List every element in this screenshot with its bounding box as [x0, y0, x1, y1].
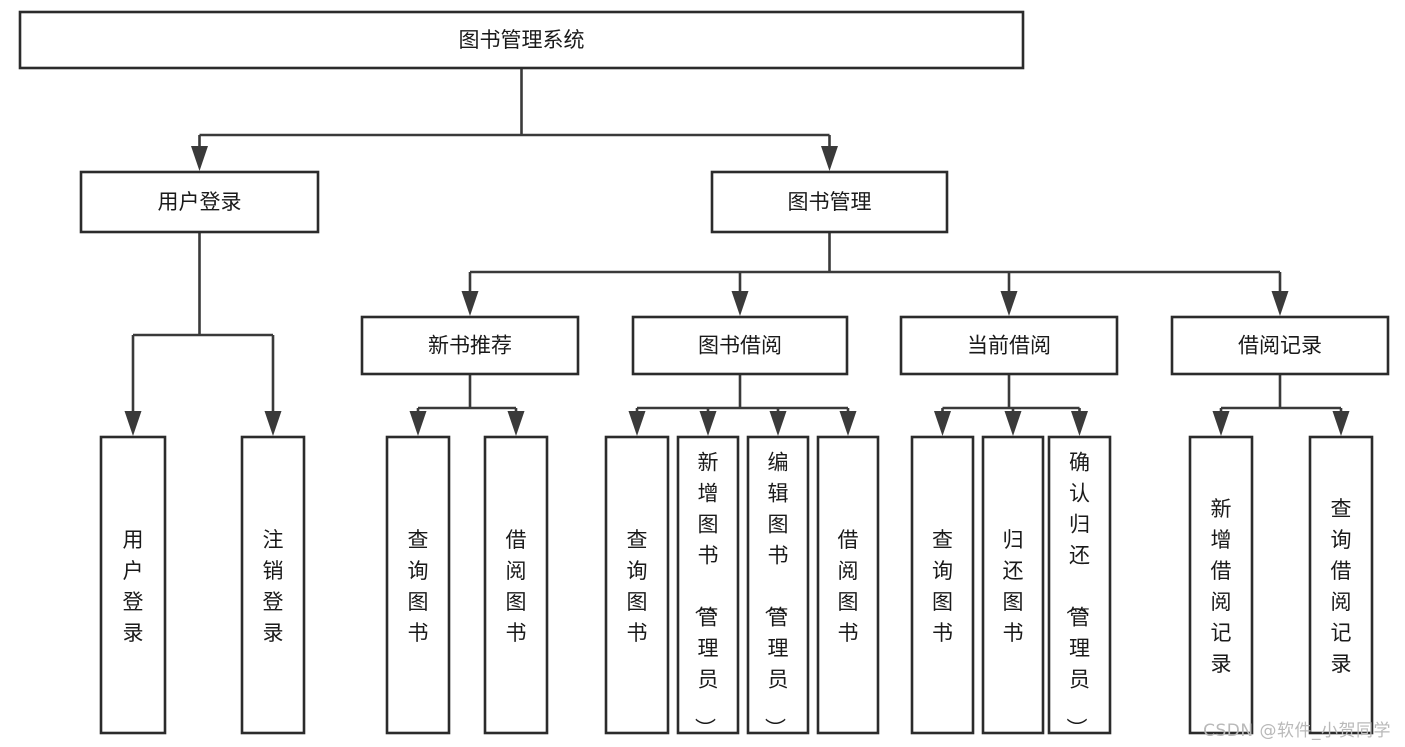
arrow-head-icon — [934, 411, 951, 436]
arrow-head-icon — [1212, 411, 1230, 436]
arrow-head-icon — [1332, 411, 1350, 436]
node-label: 借阅图书 — [506, 528, 527, 645]
node-label: 查询图书 — [627, 528, 648, 645]
node-box[interactable] — [910, 435, 975, 735]
arrow-head-icon — [264, 411, 282, 436]
node-new-book-recommend[interactable]: 新书推荐 — [360, 315, 580, 376]
boxes-layer: 图书管理系统用户登录图书管理新书推荐图书借阅当前借阅借阅记录用户登录注销登录查询… — [18, 10, 1390, 739]
node-current-borrow[interactable]: 当前借阅 — [899, 315, 1119, 376]
node-label: 查询借阅记录 — [1331, 497, 1352, 676]
node-leaf-add-book-admin[interactable]: 新增图书（管理员） — [676, 435, 740, 739]
node-leaf-confirm-return[interactable]: 确认归还（管理员） — [1047, 435, 1112, 739]
node-label: 借阅图书 — [838, 528, 859, 645]
node-label: 用户登录 — [158, 190, 242, 214]
node-label: 新增借阅记录 — [1211, 497, 1232, 676]
node-leaf-borrow-book-rec[interactable]: 借阅图书 — [483, 435, 549, 735]
arrow-head-icon — [821, 146, 838, 171]
node-box[interactable] — [981, 435, 1045, 735]
node-box[interactable] — [79, 170, 320, 234]
node-box[interactable] — [385, 435, 451, 735]
node-box[interactable] — [604, 435, 670, 735]
node-leaf-query-borrow-rec[interactable]: 查询借阅记录 — [1308, 435, 1374, 735]
node-label: 查询图书 — [408, 528, 429, 645]
node-label: 借阅记录 — [1238, 334, 1322, 358]
node-box[interactable] — [99, 435, 167, 735]
node-box[interactable] — [710, 170, 949, 234]
arrow-head-icon — [1000, 291, 1018, 316]
connectors-layer — [124, 68, 1350, 436]
node-label: 查询图书 — [932, 528, 953, 645]
node-box[interactable] — [899, 315, 1119, 376]
arrow-head-icon — [839, 411, 857, 436]
arrow-head-icon — [461, 291, 479, 316]
node-box[interactable] — [746, 435, 810, 735]
arrow-head-icon — [1271, 291, 1289, 316]
node-box[interactable] — [1047, 435, 1112, 735]
node-leaf-return-book[interactable]: 归还图书 — [981, 435, 1045, 735]
node-label: 图书管理 — [788, 190, 872, 214]
node-user-login[interactable]: 用户登录 — [79, 170, 320, 234]
node-label: 新增图书（管理员） — [693, 451, 719, 739]
node-box[interactable] — [1308, 435, 1374, 735]
arrow-head-icon — [1071, 411, 1088, 436]
arrow-head-icon — [191, 146, 208, 171]
node-leaf-query-book-rec[interactable]: 查询图书 — [385, 435, 451, 735]
arrow-head-icon — [769, 411, 787, 436]
node-box[interactable] — [240, 435, 306, 735]
node-box[interactable] — [1188, 435, 1254, 735]
node-leaf-logout-login[interactable]: 注销登录 — [240, 435, 306, 735]
node-box[interactable] — [1170, 315, 1390, 376]
node-label: 用户登录 — [123, 528, 144, 645]
node-label: 注销登录 — [263, 528, 284, 645]
node-leaf-query-book-cur[interactable]: 查询图书 — [910, 435, 975, 735]
node-box[interactable] — [483, 435, 549, 735]
node-leaf-borrow-book-bor[interactable]: 借阅图书 — [816, 435, 880, 735]
arrow-head-icon — [409, 411, 427, 436]
node-leaf-edit-book-admin[interactable]: 编辑图书（管理员） — [746, 435, 810, 739]
arrow-head-icon — [124, 411, 142, 436]
arrow-head-icon — [1004, 411, 1022, 436]
arrow-head-icon — [699, 411, 717, 436]
arrow-head-icon — [507, 411, 525, 436]
node-label: 图书借阅 — [698, 334, 782, 358]
node-box[interactable] — [18, 10, 1025, 70]
node-label: 新书推荐 — [428, 334, 512, 358]
node-leaf-user-login[interactable]: 用户登录 — [99, 435, 167, 735]
node-label: 编辑图书（管理员） — [763, 451, 789, 739]
node-label: 归还图书 — [1003, 528, 1024, 645]
arrow-head-icon — [731, 291, 749, 316]
node-borrow-record[interactable]: 借阅记录 — [1170, 315, 1390, 376]
node-box[interactable] — [360, 315, 580, 376]
node-book-borrow[interactable]: 图书借阅 — [631, 315, 849, 376]
node-box[interactable] — [816, 435, 880, 735]
arrow-head-icon — [628, 411, 646, 436]
node-label: 当前借阅 — [967, 334, 1051, 358]
node-label: 确认归还（管理员） — [1064, 451, 1090, 739]
node-box[interactable] — [676, 435, 740, 735]
node-label: 图书管理系统 — [459, 28, 585, 52]
node-leaf-add-borrow-rec[interactable]: 新增借阅记录 — [1188, 435, 1254, 735]
node-root[interactable]: 图书管理系统 — [18, 10, 1025, 70]
node-box[interactable] — [631, 315, 849, 376]
node-book-manage[interactable]: 图书管理 — [710, 170, 949, 234]
node-leaf-query-book-bor[interactable]: 查询图书 — [604, 435, 670, 735]
